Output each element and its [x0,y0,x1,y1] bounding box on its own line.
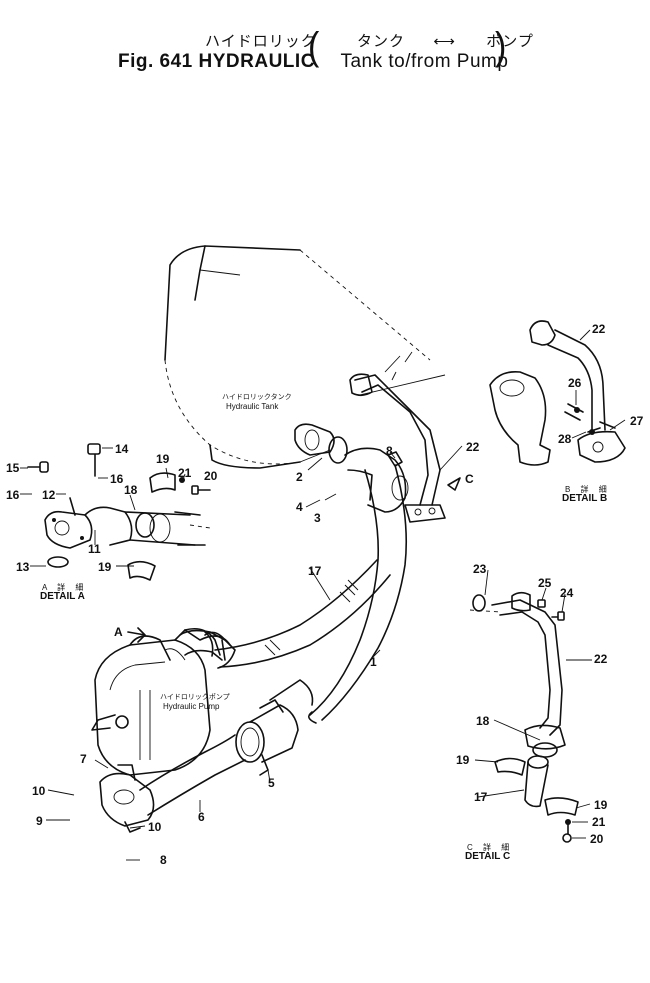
callout-25: 25 [538,576,552,590]
detail-a-drawing [27,443,211,581]
callout-21-c: 21 [592,815,606,829]
pipe-1 [308,464,408,724]
callout-19-top: 19 [156,452,170,466]
pump-label-en: Hydraulic Pump [163,702,220,711]
tank-label-en: Hydraulic Tank [226,402,279,411]
callout-19-c-left: 19 [456,753,470,767]
callout-22-main: 22 [466,440,480,454]
callout-16-left: 16 [6,488,20,502]
callout-3: 3 [314,511,321,525]
detail-a-en: DETAIL A [40,591,85,602]
callout-20-a: 20 [204,469,218,483]
callout-7: 7 [80,752,87,766]
callout-16-right: 16 [110,472,124,486]
callout-28-b-lower: 28 [558,432,572,446]
callout-27: 27 [630,414,644,428]
callout-8-bottom: 8 [160,853,167,867]
detail-b-en: DETAIL B [562,493,608,504]
view-arrow-c [447,477,461,491]
tank-label-jp: ハイドロリックタンク [222,394,292,401]
detail-c-drawing [469,591,579,843]
tank-outlet-elbow [294,373,446,523]
title-jp-tank: タンク [357,33,406,50]
detail-b-jp: B 詳 細 [565,485,611,494]
callout-15: 15 [6,461,20,475]
title-english: Fig. 641 HYDRAULIC Tank to/from Pump [118,51,508,73]
view-ref-a: A [114,625,123,639]
callout-11: 11 [88,542,101,556]
detail-c-jp: C 詳 細 [467,843,514,852]
title-fig-number: Fig. 641 HYDRAULIC [118,51,315,72]
pump-outlet-hose [179,629,226,661]
callout-10-bottom: 10 [148,820,162,834]
title-jp-pump: ポンプ [486,33,534,50]
callout-24: 24 [560,586,574,600]
callout-9: 9 [36,814,43,828]
callout-22-c: 22 [594,652,608,666]
joint-5 [235,679,314,776]
callout-8-top: 8 [386,444,393,458]
callout-21-a: 21 [178,466,192,480]
callout-13: 13 [16,560,30,574]
callout-10-left: 10 [32,784,46,798]
callout-5: 5 [268,776,275,790]
detail-a-jp: A 詳 細 [42,583,88,592]
view-ref-c: C [465,472,474,486]
detail-c-en: DETAIL C [465,851,511,862]
callout-12: 12 [42,488,56,502]
callout-17-c: 17 [474,790,488,804]
title-subtitle: Tank to/from Pump [340,51,509,72]
title-jp-hydraulic: ハイドロリック [205,33,317,50]
title-open-paren: ( [308,25,320,69]
callout-23: 23 [473,562,487,576]
callout-4: 4 [296,500,303,514]
callout-18-c: 18 [476,714,490,728]
callout-19-c-right: 19 [594,798,608,812]
title-jp-arrow: ⟷ [433,33,456,50]
detail-b-drawing [489,320,626,466]
callout-1: 1 [370,655,377,669]
callout-6: 6 [198,810,205,824]
callout-18-a: 18 [124,483,138,497]
pipe-17 [214,559,391,668]
hydraulic-tank-drawing [164,245,446,469]
callout-17-main: 17 [308,564,322,578]
leader-lines [20,329,626,861]
title-close-paren: ) [495,25,507,69]
callout-19-a: 19 [98,560,112,574]
callout-20-c: 20 [590,832,604,846]
pipe-6 [99,734,246,833]
title-japanese: ハイドロリック タンク ⟷ ポンプ [205,30,534,51]
callout-26: 26 [568,376,582,390]
pump-label-jp: ハイドロリックポンプ [160,694,230,701]
view-arrow-a [127,627,146,643]
callout-2: 2 [296,470,303,484]
callout-22-b: 22 [592,322,606,336]
callout-14: 14 [115,442,129,456]
